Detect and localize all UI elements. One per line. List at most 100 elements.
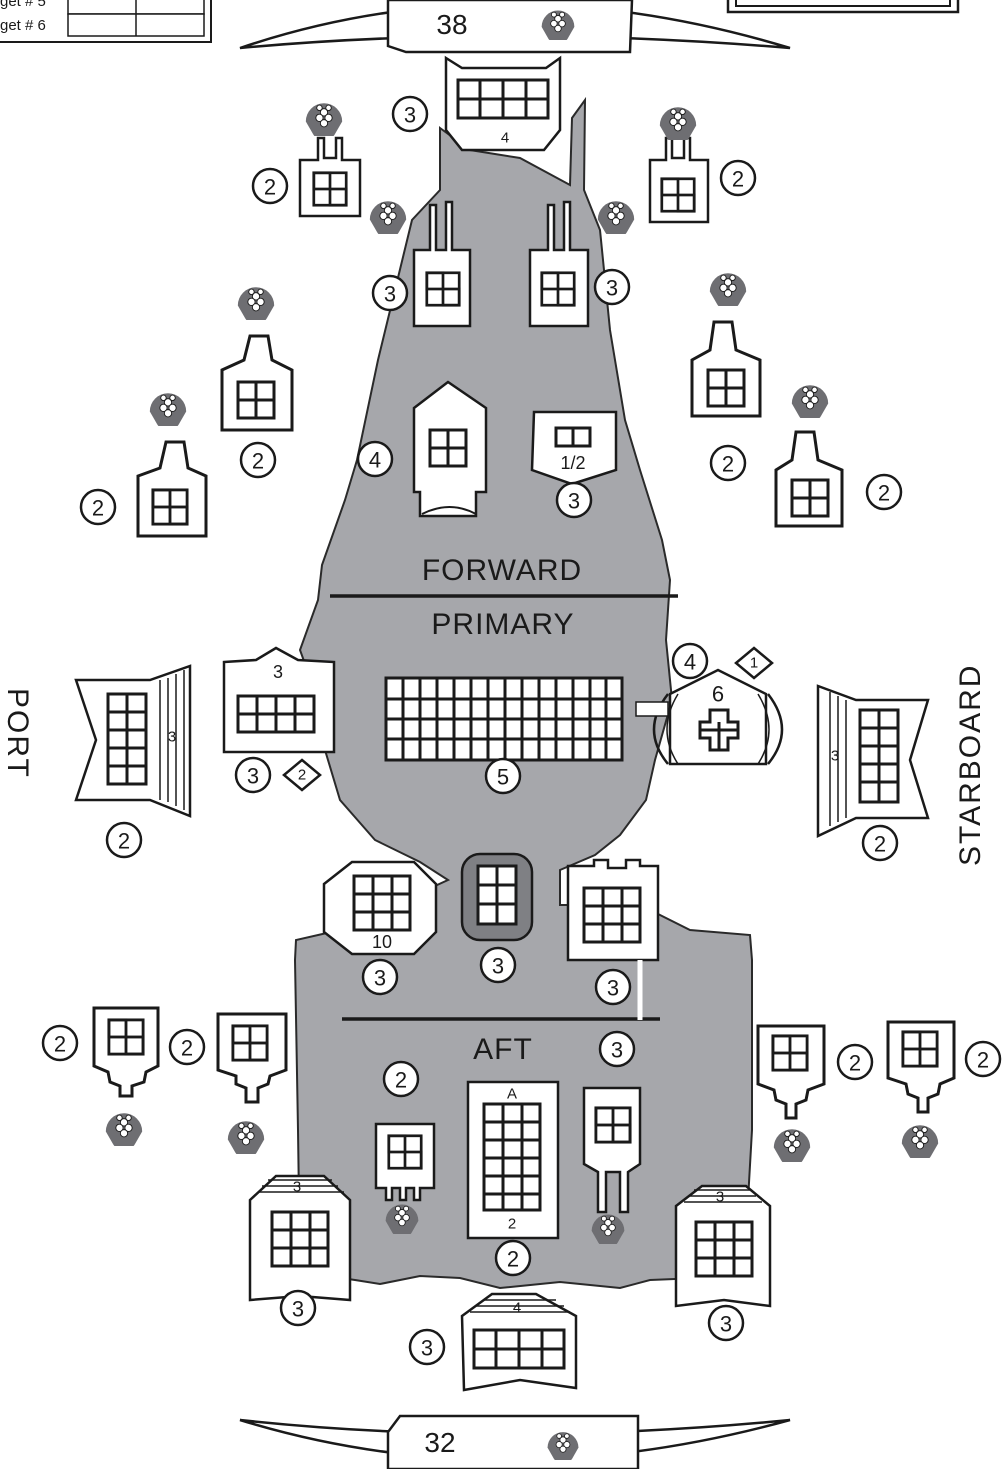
- mount-star-lower: [776, 432, 842, 526]
- hangar-mount: 10: [324, 862, 436, 954]
- numbered-circle: 2: [170, 1030, 204, 1064]
- numbered-circle: 4: [358, 442, 392, 476]
- starboard-label: STARBOARD: [954, 664, 987, 866]
- circle-number: 2: [54, 1032, 66, 1057]
- numbered-circle: 4: [673, 644, 707, 678]
- circle-number: 5: [497, 765, 509, 790]
- shield-icon: [792, 385, 828, 422]
- section-primary: PRIMARY: [431, 608, 574, 641]
- circle-number: 2: [181, 1036, 193, 1061]
- aft-star-outer: [888, 1022, 954, 1112]
- aft-port-corner-label: 3: [293, 1179, 301, 1196]
- numbered-circle: 2: [81, 490, 115, 524]
- numbered-circle: 2: [966, 1042, 1000, 1076]
- circle-number: 3: [421, 1336, 433, 1361]
- numbered-circle: 2: [867, 475, 901, 509]
- circle-number: 3: [292, 1297, 304, 1322]
- mount-forward-center-star: 1/2: [532, 412, 616, 484]
- circle-number: 2: [849, 1051, 861, 1076]
- numbered-circle: 3: [709, 1306, 743, 1340]
- numbered-circle: 2: [241, 443, 275, 477]
- numbered-circle: 5: [486, 759, 520, 793]
- shield-icon: [106, 1113, 142, 1150]
- circle-number: 2: [92, 496, 104, 521]
- aft-port-outer: [94, 1008, 158, 1096]
- forward-armor-arc: 38: [240, 0, 790, 52]
- numbered-circle: 3: [410, 1330, 444, 1364]
- circle-number: 2: [977, 1048, 989, 1073]
- shield-icon: [774, 1129, 810, 1166]
- circle-number: 2: [878, 481, 890, 506]
- target-row-5: get # 5: [0, 0, 46, 10]
- circle-number: 3: [492, 954, 504, 979]
- aft-center-small: [376, 1124, 434, 1200]
- circle-number: 3: [611, 1038, 623, 1063]
- aft-star-corner: 3: [676, 1186, 770, 1306]
- numbered-circle: 3: [481, 948, 515, 982]
- numbered-circle: 2: [43, 1026, 77, 1060]
- target-row-6: get # 6: [0, 17, 46, 34]
- mount-port-side-battery: 3: [76, 666, 190, 816]
- circle-number: 4: [369, 448, 381, 473]
- mount-star-side-battery: 3: [818, 686, 928, 836]
- aft-battery-top-label: A: [507, 1086, 517, 1103]
- circle-number: 3: [404, 103, 416, 128]
- mount-forward-port-outer: [300, 138, 360, 216]
- corner-table: [728, 0, 958, 12]
- circle-number: 3: [720, 1312, 732, 1337]
- circle-number: 2: [395, 1068, 407, 1093]
- numbered-circle: 2: [384, 1062, 418, 1096]
- shield-icon: [710, 273, 746, 310]
- target-table: get # 5 get # 6: [0, 0, 211, 42]
- port-label: PORT: [1, 688, 34, 779]
- primary-port-mount-label: 3: [273, 662, 283, 682]
- star-side-mount-label: 3: [831, 748, 839, 765]
- numbered-circle: 3: [595, 270, 629, 304]
- section-aft: AFT: [473, 1033, 533, 1066]
- circle-number: 3: [384, 282, 396, 307]
- shield-icon: [370, 201, 406, 238]
- shield-icon: [150, 393, 186, 430]
- diamond-value: 2: [298, 767, 306, 784]
- diamond-marker-1: 1: [736, 648, 772, 678]
- mount-forward-star-outer: [650, 138, 708, 222]
- numbered-circle: 3: [393, 97, 427, 131]
- port-side-mount-label: 3: [168, 729, 176, 746]
- circle-number: 3: [606, 276, 618, 301]
- numbered-circle: 3: [600, 1032, 634, 1066]
- shield-icon: [228, 1121, 264, 1158]
- mount-port-lower: [138, 442, 206, 536]
- numbered-circle: 2: [721, 161, 755, 195]
- turret-six-label: 6: [712, 682, 724, 707]
- diamond-value: 1: [750, 655, 758, 672]
- numbered-circle: 2: [496, 1241, 530, 1275]
- shield-icon: [598, 201, 634, 238]
- numbered-circle: 3: [281, 1291, 315, 1325]
- numbered-circle: 2: [711, 446, 745, 480]
- mount-port-upper: [222, 336, 292, 430]
- aft-battery-bottom-label: 2: [508, 1216, 516, 1233]
- numbered-circle: 3: [596, 970, 630, 1004]
- stern-mount: 4: [462, 1294, 576, 1390]
- aft-main-battery: A 2: [468, 1082, 558, 1238]
- hangar-label: 10: [372, 932, 392, 952]
- circle-number: 4: [684, 650, 696, 675]
- primary-main-battery: [386, 678, 622, 760]
- bow-weapon-mount: 4: [446, 58, 560, 150]
- aft-port-inner: [218, 1014, 286, 1102]
- numbered-circle: 3: [363, 960, 397, 994]
- circle-number: 3: [374, 966, 386, 991]
- shield-icon: [306, 103, 342, 140]
- forward-armor-value: 38: [436, 9, 467, 40]
- mount-star-upper: [692, 322, 760, 416]
- numbered-circle: 2: [863, 826, 897, 860]
- circle-number: 2: [252, 449, 264, 474]
- circle-number: 2: [118, 829, 130, 854]
- mount-primary-port: 3: [224, 648, 334, 752]
- circle-number: 3: [568, 489, 580, 514]
- aft-armor-arc: 32: [240, 1416, 790, 1469]
- numbered-circle: 3: [557, 483, 591, 517]
- stern-mount-label: 4: [513, 1300, 521, 1317]
- shield-icon: [902, 1125, 938, 1162]
